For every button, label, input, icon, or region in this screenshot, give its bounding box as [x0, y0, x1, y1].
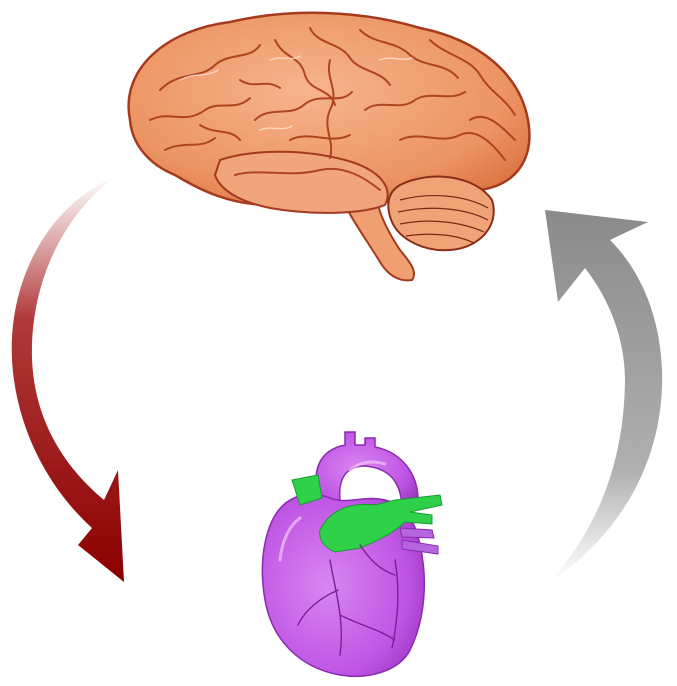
aorta-shape: [316, 432, 418, 505]
cerebellum-shape: [388, 177, 493, 251]
brain-illustration: [129, 13, 530, 281]
heart-illustration: [262, 432, 442, 676]
arrow-heart-to-brain: [545, 210, 662, 582]
